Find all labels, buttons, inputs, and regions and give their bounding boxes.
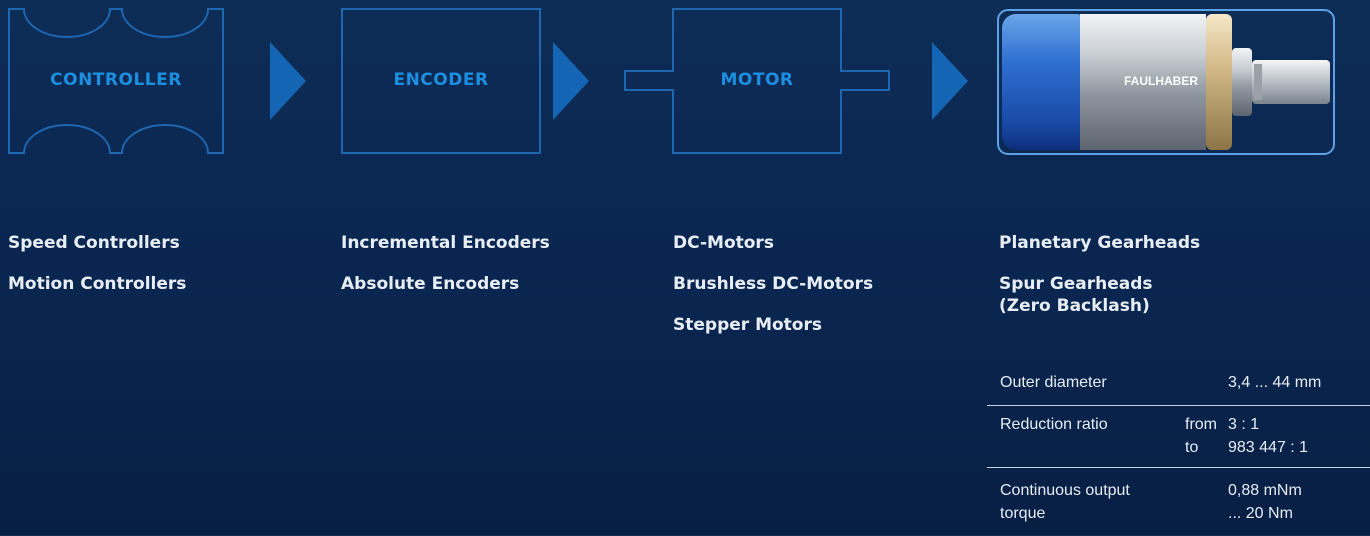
encoder-block: ENCODER xyxy=(341,8,541,154)
controller-label: CONTROLLER xyxy=(50,70,182,90)
spec-from-value: 3 : 1 xyxy=(1228,416,1260,433)
spec-value-torque-line2: ... 20 Nm xyxy=(1228,505,1293,522)
product-speed-controllers: Speed Controllers xyxy=(8,233,180,253)
spec-row-reduction-ratio: Reduction ratio from 3 : 1 to 983 447 : … xyxy=(987,406,1370,468)
spec-to-value: 983 447 : 1 xyxy=(1228,439,1309,456)
product-planetary-gearheads: Planetary Gearheads xyxy=(999,233,1201,253)
motor-outline xyxy=(624,8,890,154)
product-stepper-motors: Stepper Motors xyxy=(673,315,822,335)
spec-value-torque-line1: 0,88 mNm xyxy=(1228,482,1302,499)
spec-to-label: to xyxy=(1185,439,1199,456)
arrow-3-icon xyxy=(932,42,968,120)
encoder-label: ENCODER xyxy=(393,70,489,90)
encoder-outline xyxy=(341,8,541,154)
arrow-2-icon xyxy=(553,42,589,120)
controller-products: Speed Controllers Motion Controllers xyxy=(8,232,186,314)
spec-label-reduction-ratio: Reduction ratio xyxy=(1000,416,1108,433)
gearhead-spec-table: Outer diameter 3,4 ... 44 mm Reduction r… xyxy=(987,364,1370,536)
spec-label-torque-line2: torque xyxy=(1000,505,1046,522)
controller-block: CONTROLLER xyxy=(8,8,224,154)
product-brushless-dc-motors: Brushless DC-Motors xyxy=(673,274,874,294)
gearhead-products: Planetary Gearheads Spur Gearheads (Zero… xyxy=(999,232,1200,336)
spec-label-torque-line1: Continuous output xyxy=(1000,482,1130,499)
product-motion-controllers: Motion Controllers xyxy=(8,274,187,294)
controller-outline xyxy=(8,8,224,154)
spec-row-continuous-torque: Continuous output torque 0,88 mNm ... 20… xyxy=(987,468,1370,536)
motor-products: DC-Motors Brushless DC-Motors Stepper Mo… xyxy=(673,232,873,355)
spec-row-outer-diameter: Outer diameter 3,4 ... 44 mm xyxy=(987,364,1370,406)
gearhead-motor-product-image: FAULHABER xyxy=(997,9,1335,155)
arrow-1-icon xyxy=(270,42,306,120)
encoder-products: Incremental Encoders Absolute Encoders xyxy=(341,232,550,314)
spec-from-label: from xyxy=(1185,416,1217,433)
product-spur-gearheads: Spur Gearheads (Zero Backlash) xyxy=(999,274,1153,316)
spec-value-outer-diameter: 3,4 ... 44 mm xyxy=(1228,374,1322,391)
product-dc-motors: DC-Motors xyxy=(673,233,774,253)
product-incremental-encoders: Incremental Encoders xyxy=(341,233,550,253)
motor-label: MOTOR xyxy=(720,70,794,90)
product-absolute-encoders: Absolute Encoders xyxy=(341,274,520,294)
spec-label-outer-diameter: Outer diameter xyxy=(1000,374,1107,391)
motor-block: MOTOR xyxy=(624,8,890,154)
product-brand-label: FAULHABER xyxy=(1124,74,1198,88)
